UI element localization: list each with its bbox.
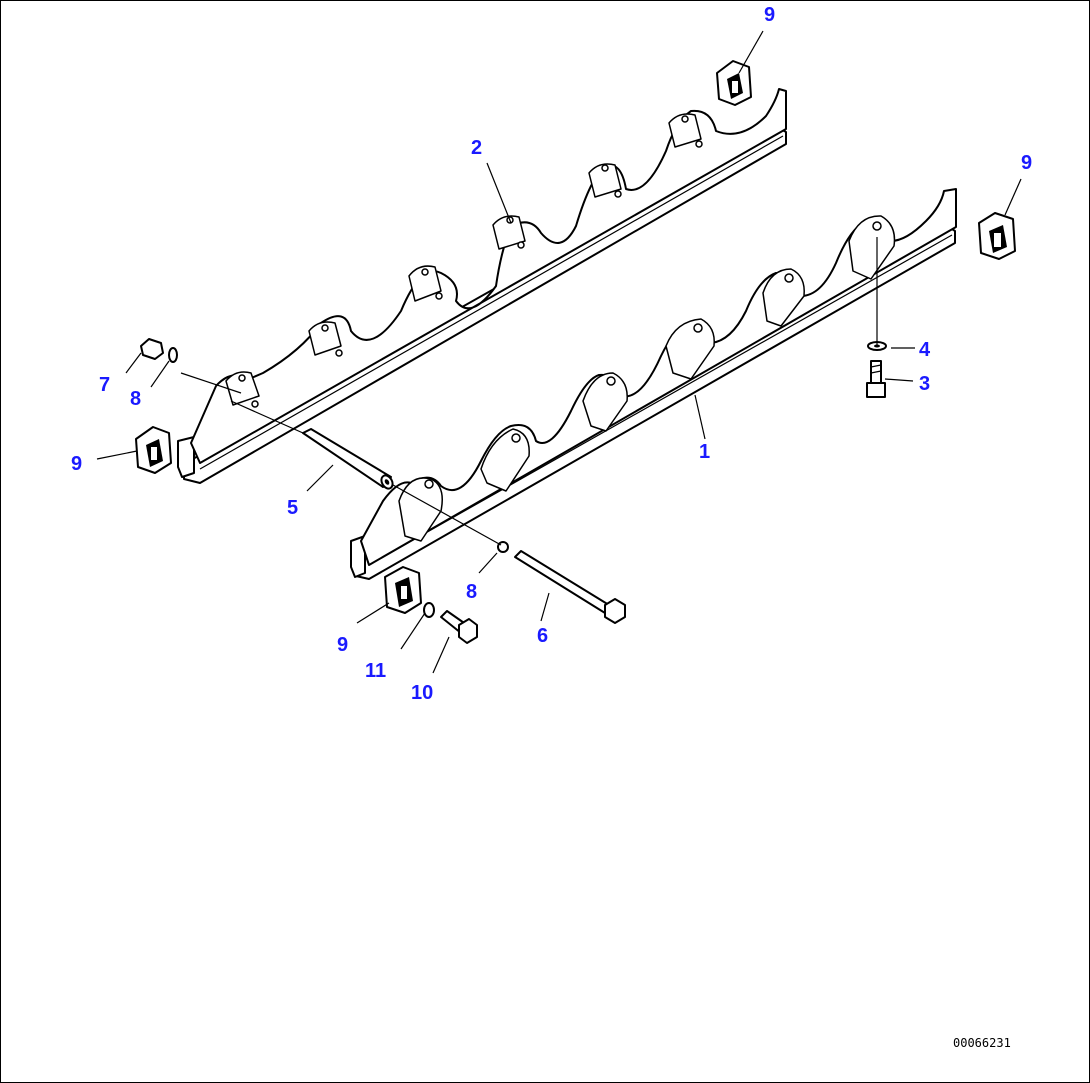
- callout-2: 2: [471, 137, 482, 159]
- callout-9-bottom: 9: [337, 634, 348, 656]
- callout-7: 7: [99, 374, 110, 396]
- callout-9-top: 9: [764, 4, 775, 26]
- part-8-washer-left: [168, 347, 178, 363]
- callout-10: 10: [411, 682, 433, 704]
- part-9-block-top: [716, 60, 752, 106]
- leader-lines: [96, 30, 1022, 674]
- part-1-front-rail: [350, 188, 957, 580]
- part-2-rear-rail: [177, 88, 787, 484]
- part-9-block-left: [135, 426, 172, 474]
- part-5-spacer-pipe: [302, 428, 394, 490]
- callout-labels: 9 2 9 7 8 4 3 1 9 5 8 6 9 11 10: [71, 4, 1032, 704]
- part-10-bolt: [440, 610, 478, 644]
- callout-1: 1: [699, 441, 710, 463]
- callout-8-bottom: 8: [466, 581, 477, 603]
- part-6-long-bolt: [514, 550, 626, 624]
- callout-4: 4: [919, 339, 931, 361]
- callout-5: 5: [287, 497, 298, 519]
- part-3-bolt: [866, 360, 886, 398]
- callout-6: 6: [537, 625, 548, 647]
- part-9-block-bottom: [384, 566, 422, 614]
- callout-3: 3: [919, 373, 930, 395]
- callout-9-left: 9: [71, 453, 82, 475]
- part-9-block-right: [978, 212, 1016, 260]
- callout-8-left: 8: [130, 388, 141, 410]
- part-11-washer: [423, 602, 435, 618]
- callout-11: 11: [365, 660, 386, 682]
- part-7-nut: [140, 338, 164, 360]
- callout-9-right: 9: [1021, 152, 1032, 174]
- drawing-number: 00066231: [953, 1036, 1011, 1050]
